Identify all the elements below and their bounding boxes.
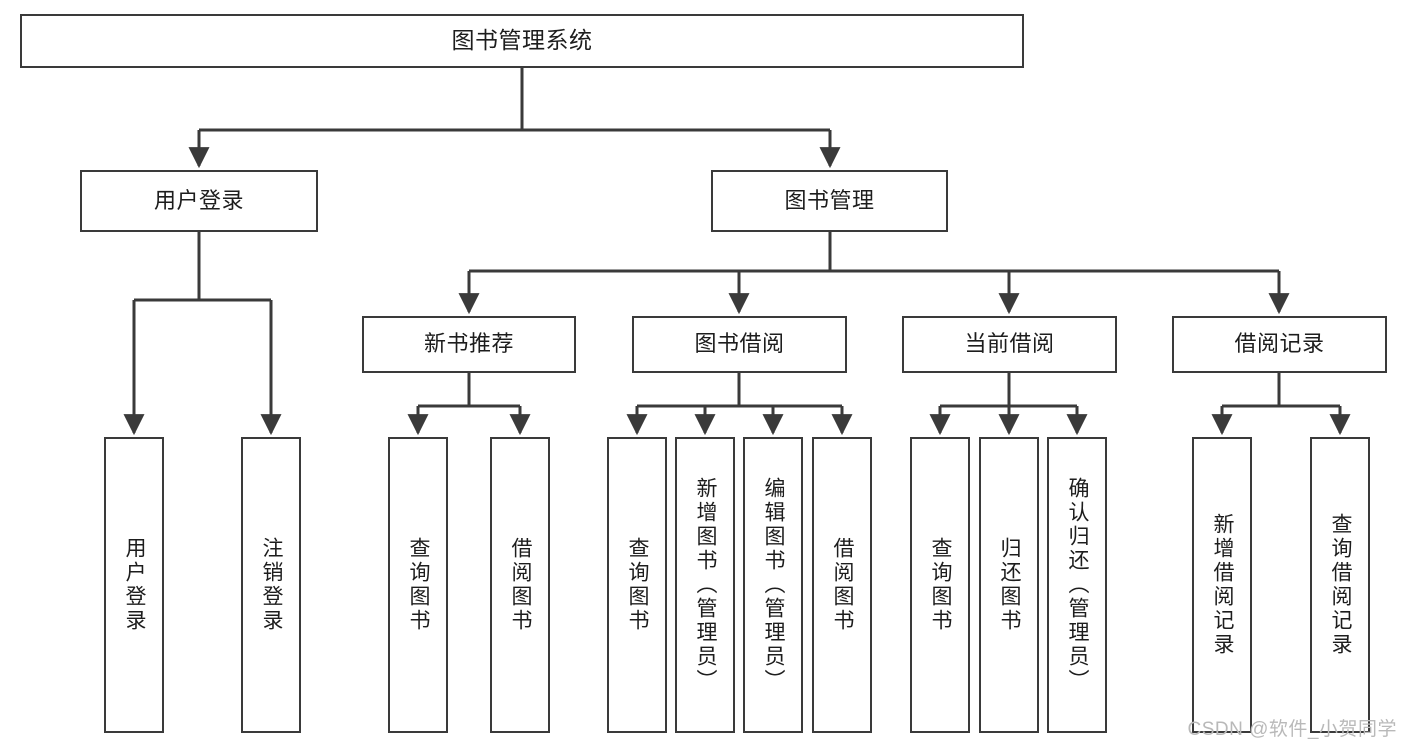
node-label: 查询图书 [626,537,650,633]
node-leaf-borrow-record-query[interactable]: 查询借阅记录 [1310,437,1370,733]
node-book-management[interactable]: 图书管理 [711,170,948,232]
csdn-watermark: CSDN @软件_小贺同学 [1187,719,1397,740]
node-label: 用户登录 [153,187,244,213]
node-user-login[interactable]: 用户登录 [80,170,318,232]
node-leaf-new-book-borrow[interactable]: 借阅图书 [490,437,550,733]
node-leaf-book-borrow-borrow[interactable]: 借阅图书 [812,437,872,733]
node-label: 借阅图书 [831,537,855,633]
node-label: 归还图书 [998,537,1022,633]
node-label: 查询图书 [407,537,431,633]
node-borrow-record[interactable]: 借阅记录 [1172,316,1387,373]
node-leaf-borrow-record-add[interactable]: 新增借阅记录 [1192,437,1252,733]
node-label: 查询借阅记录 [1329,513,1353,657]
node-label: 图书借阅 [694,331,785,357]
node-label: 当前借阅 [964,331,1055,357]
node-label: 图书管理 [784,187,875,213]
node-label: 注销登录 [260,537,284,633]
node-book-borrow[interactable]: 图书借阅 [632,316,847,373]
node-leaf-book-borrow-add[interactable]: 新增图书（管理员） [675,437,735,733]
node-label: 新增借阅记录 [1211,513,1235,657]
node-leaf-current-borrow-return[interactable]: 归还图书 [979,437,1039,733]
node-label: 用户登录 [123,537,147,633]
node-label: 新书推荐 [423,331,514,357]
node-leaf-book-borrow-edit[interactable]: 编辑图书（管理员） [743,437,803,733]
node-label: 编辑图书（管理员） [762,477,786,693]
node-label: 借阅图书 [509,537,533,633]
node-label: 确认归还（管理员） [1066,477,1090,693]
node-root-book-management-system[interactable]: 图书管理系统 [20,14,1024,68]
node-label: 查询图书 [929,537,953,633]
node-leaf-new-book-query[interactable]: 查询图书 [388,437,448,733]
node-leaf-user-login-signout[interactable]: 注销登录 [241,437,301,733]
node-label: 借阅记录 [1234,331,1325,357]
node-label: 图书管理系统 [451,27,593,54]
node-new-book-recommend[interactable]: 新书推荐 [362,316,576,373]
node-current-borrow[interactable]: 当前借阅 [902,316,1117,373]
node-label: 新增图书（管理员） [694,477,718,693]
node-leaf-user-login-signin[interactable]: 用户登录 [104,437,164,733]
node-leaf-current-borrow-confirm-return[interactable]: 确认归还（管理员） [1047,437,1107,733]
node-leaf-book-borrow-query[interactable]: 查询图书 [607,437,667,733]
node-leaf-current-borrow-query[interactable]: 查询图书 [910,437,970,733]
